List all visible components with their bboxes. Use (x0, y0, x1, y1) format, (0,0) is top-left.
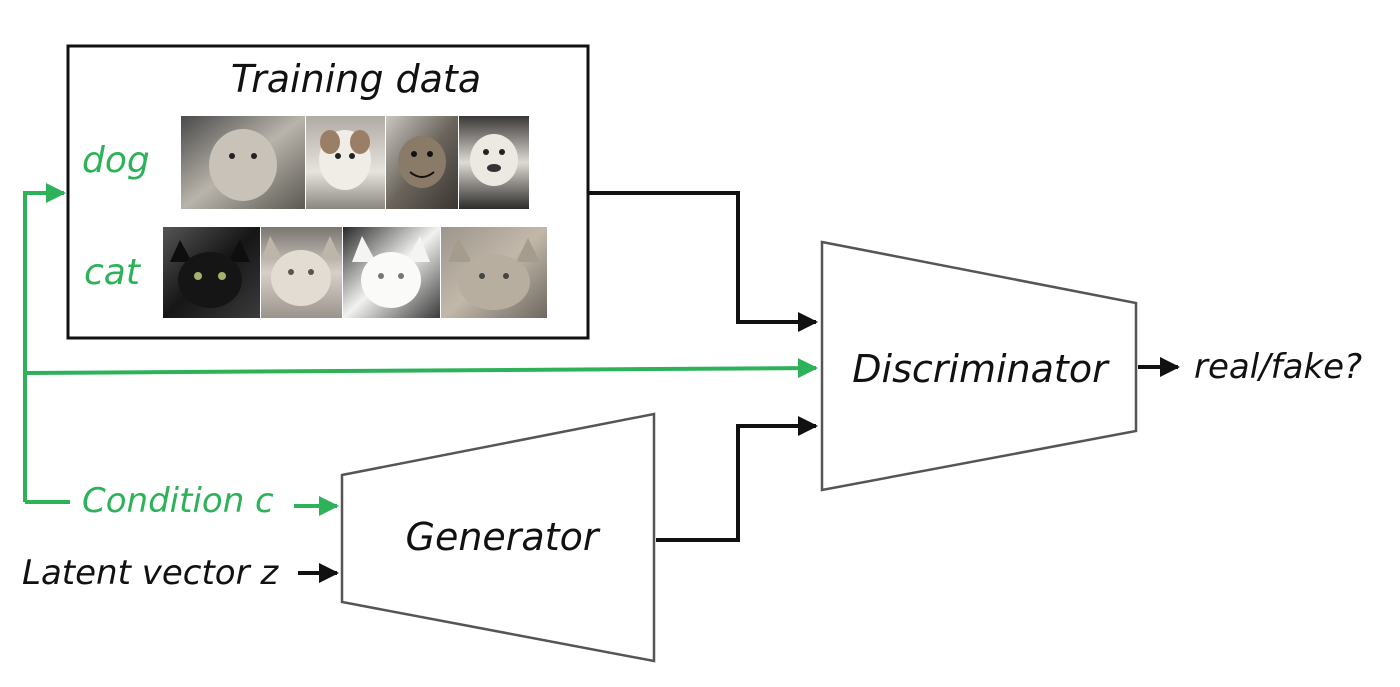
cat-images-row (163, 227, 547, 318)
condition-path (23, 183, 818, 516)
real-fake-label: real/fake? (1194, 347, 1362, 387)
cat-photo-1 (163, 227, 260, 318)
cat-photo-2 (261, 227, 342, 318)
generator-label: Generator (406, 515, 601, 559)
condition-label: Condition c (82, 481, 274, 521)
latent-vector-label: Latent vector z (22, 553, 279, 593)
generator-block: Generator (340, 412, 656, 663)
training-data-box: Training data dog cat (66, 44, 590, 340)
cat-photo-4 (441, 227, 547, 318)
condition-to-training-arrow (23, 183, 66, 502)
training-data-title: Training data (231, 57, 481, 101)
dog-photo-3 (386, 116, 458, 209)
dog-photo-1 (181, 116, 305, 209)
discriminator-label: Discriminator (852, 347, 1110, 391)
real-data-arrow (588, 191, 818, 332)
dog-images-row (181, 116, 529, 209)
cat-class-label: cat (84, 252, 142, 293)
data-paths (298, 191, 1180, 583)
dog-photo-2 (306, 116, 385, 209)
cat-photo-3 (343, 227, 440, 318)
dog-class-label: dog (82, 140, 150, 181)
condition-to-discriminator-arrow (24, 358, 818, 379)
generated-data-arrow (656, 416, 818, 542)
dog-photo-4 (459, 116, 529, 209)
discriminator-block: Discriminator (820, 240, 1138, 492)
